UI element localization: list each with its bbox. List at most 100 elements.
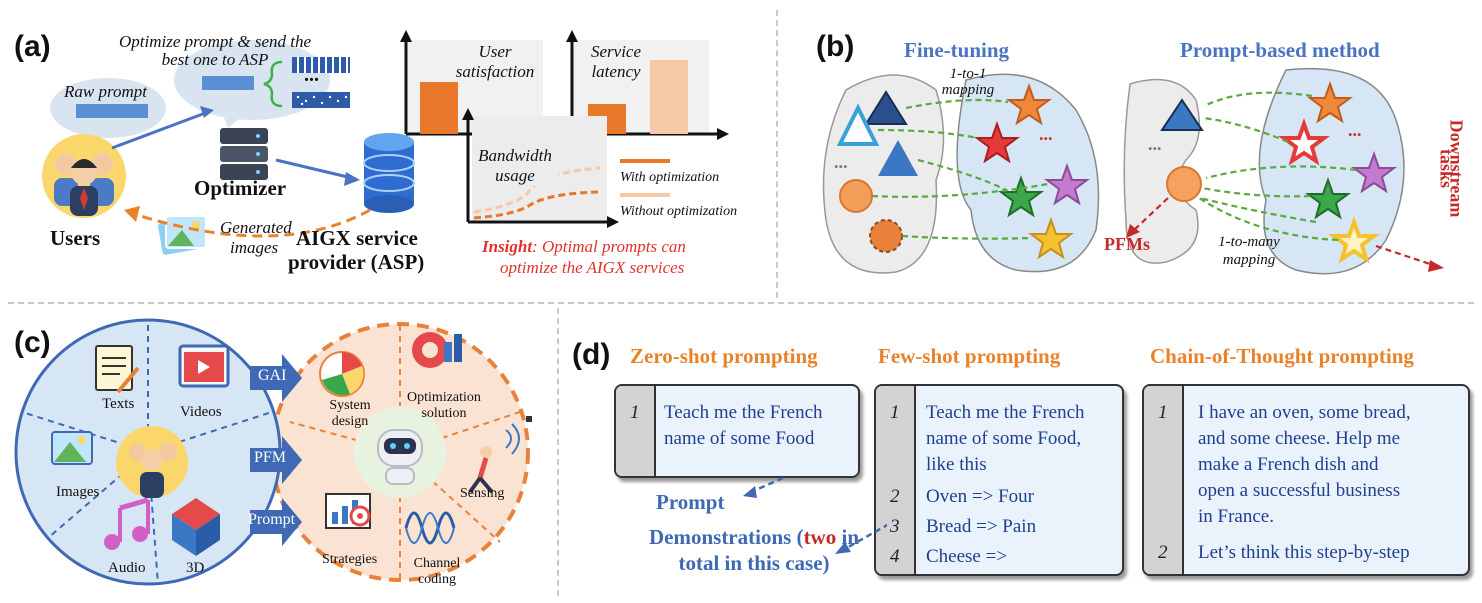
star-purple-striped-icon: [1351, 151, 1397, 194]
users-label: Users: [50, 226, 101, 250]
few-line-1c: like this: [926, 454, 987, 475]
svg-text:...: ...: [834, 152, 848, 172]
legend-without-label: Without optimization: [620, 204, 738, 219]
prompt-bar-selected: [202, 76, 254, 90]
few-line-1a: Teach me the French: [926, 402, 1085, 423]
one-to-many-label-1: 1-to-many: [1218, 234, 1280, 250]
star-orange-striped-icon: [1307, 81, 1353, 124]
videos-label: Videos: [180, 404, 222, 420]
images-icon: [51, 431, 93, 465]
robot-icon: [377, 429, 423, 485]
circle-checkered-icon: [839, 179, 873, 213]
panel-label-b: (b): [816, 30, 855, 63]
zero-line-number: 1: [630, 402, 640, 423]
few-line-3: Bread => Pain: [926, 516, 1037, 537]
cot-line-2: Let’s think this step-by-step: [1198, 542, 1410, 563]
panel-label-d: (d): [572, 338, 611, 371]
chart-title-bandwidth-usage: Bandwidth usage: [472, 146, 558, 186]
optimization-solution-icon: [412, 332, 462, 368]
prompt-label: Prompt: [656, 490, 725, 514]
triangle-striped-icon: [864, 90, 908, 125]
asp-database-icon: [363, 133, 415, 213]
users-center-icon: [116, 426, 188, 498]
few-line-number-4: 4: [890, 546, 900, 567]
one-to-one-label-1: 1-to-1: [949, 66, 987, 82]
insight-text: Insight: Optimal prompts can optimize th…: [482, 236, 686, 278]
optimize-caption-line2: best one to ASP: [161, 50, 269, 69]
task-blob-right: [1258, 67, 1405, 275]
strategies-label: Strategies: [322, 552, 378, 567]
cot-gutter: [1144, 386, 1184, 574]
cot-title: Chain-of-Thought prompting: [1150, 344, 1414, 368]
star-red-outline-icon: [1278, 118, 1330, 166]
system-design-icon: [319, 351, 365, 397]
triangle-dotted-icon: [878, 140, 918, 176]
audio-icon: [104, 497, 150, 550]
few-line-1b: name of some Food,: [926, 428, 1082, 449]
zero-line-2: name of some Food: [664, 428, 815, 449]
few-shot-box: 1 Teach me the French name of some Food,…: [874, 384, 1124, 576]
prompt-arrow: [250, 498, 302, 546]
star-purple-icon: [1044, 163, 1090, 206]
few-shot-title: Few-shot prompting: [878, 344, 1061, 368]
one-to-one-label-2: mapping: [941, 82, 995, 98]
few-line-2: Oven => Four: [926, 486, 1034, 507]
optimizer-to-asp-arrow: [275, 158, 353, 180]
three-d-icon: [172, 498, 220, 556]
texts-icon: [95, 345, 140, 394]
star-red-icon: [974, 121, 1020, 164]
few-line-number-3: 3: [890, 516, 900, 537]
insight-label: Insight: [482, 237, 533, 256]
insight-line-1: : Optimal prompts can: [532, 237, 686, 256]
svg-text:...: ...: [1348, 120, 1362, 140]
triangle-outline-icon: [836, 103, 880, 146]
generated-images-icon: [158, 215, 207, 255]
circle-dotted-icon: [869, 219, 903, 253]
optimizer-label: Optimizer: [194, 176, 287, 200]
panel-a-graphics: [42, 30, 729, 255]
horizontal-divider: [8, 302, 1474, 304]
asp-label-2: provider (ASP): [288, 250, 425, 274]
optimize-caption-line1: Optimize prompt & send the: [118, 32, 312, 51]
asp-label-1: AIGX service: [296, 226, 418, 250]
demos-two: two: [803, 525, 837, 549]
prompt-bar-striped: [292, 57, 350, 73]
generated-images-label-2: images: [230, 238, 279, 257]
prompt-based-title: Prompt-based method: [1180, 38, 1380, 62]
prompt-bar-dotted: [292, 92, 350, 108]
pfm-arrow: [250, 436, 302, 484]
cot-line-number-2: 2: [1158, 542, 1168, 563]
raw-prompt-bar: [76, 104, 148, 118]
zero-shot-box: 1 Teach me the French name of some Food: [614, 384, 860, 478]
audio-label: Audio: [108, 560, 146, 576]
cot-line-1b: and some cheese. Help me: [1198, 428, 1401, 449]
task-blob-left: [956, 73, 1100, 273]
star-orange-icon: [1006, 83, 1052, 126]
cot-line-1c: make a French dish and: [1198, 454, 1379, 475]
texts-label: Texts: [102, 396, 135, 412]
line-bandwidth-without: [473, 166, 601, 214]
generated-images-arrow: [133, 208, 371, 238]
svg-text:...: ...: [1148, 134, 1162, 154]
star-green-icon: [998, 175, 1044, 218]
few-shot-gutter: [876, 386, 916, 574]
vertical-divider-top: [776, 10, 778, 298]
legend-with-label: With optimization: [620, 170, 720, 185]
demos-text-b: in: [836, 525, 859, 549]
star-yellow-icon: [1028, 217, 1074, 260]
sensing-icon: [468, 416, 532, 494]
line-bandwidth-with: [473, 190, 601, 220]
demonstrations-label: Demonstrations (two in total in this cas…: [612, 524, 896, 576]
demos-text-line-2: total in this case): [678, 551, 830, 575]
pfm-label: PFM: [254, 449, 287, 466]
gai-arrow: [250, 354, 302, 402]
users-icon: [42, 134, 126, 218]
downstream-tasks-label: Downstream tasks: [1437, 104, 1474, 244]
panel-label-c: (c): [14, 326, 51, 359]
prompt-dots: ...: [304, 64, 319, 86]
downstream-label-2: tasks: [1436, 148, 1457, 188]
panel-label-a: (a): [14, 30, 51, 63]
